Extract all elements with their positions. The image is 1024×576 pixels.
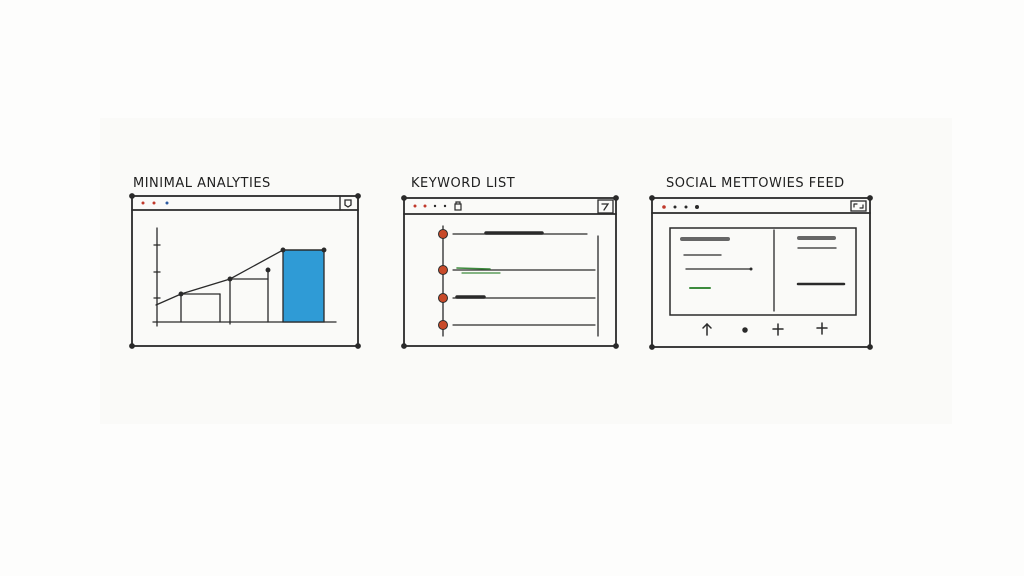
panel-title-keywords: Keyword list	[411, 176, 516, 191]
corner-dot	[867, 344, 873, 350]
data-point	[178, 291, 184, 297]
highlighted-bar[interactable]	[282, 249, 325, 323]
corner-dot	[867, 195, 873, 201]
window-dot	[433, 204, 437, 208]
paper-background	[100, 118, 952, 424]
keyword-marker	[438, 229, 448, 239]
corner-dot	[649, 344, 655, 350]
data-point	[321, 247, 327, 253]
post-dot	[749, 267, 753, 271]
panel-title-feed: Social Mettowies Feed	[666, 176, 845, 191]
edit-icon[interactable]	[601, 203, 610, 211]
dot-icon[interactable]	[742, 327, 748, 333]
window-dot-red	[141, 201, 145, 205]
feed-window-frame	[651, 197, 871, 348]
keyword-row[interactable]	[438, 229, 588, 239]
window-dot-red	[423, 204, 427, 208]
window-dot	[673, 205, 677, 209]
keyword-row[interactable]	[438, 320, 596, 330]
expand-icon[interactable]	[853, 203, 864, 209]
shield-icon[interactable]	[344, 199, 352, 208]
plus-icon[interactable]	[816, 322, 828, 335]
corner-dot	[355, 193, 361, 199]
corner-dot	[649, 195, 655, 201]
corner-dot	[613, 195, 619, 201]
keyword-list	[438, 229, 596, 330]
corner-dot	[129, 343, 135, 349]
window-dot-blue	[165, 201, 169, 205]
window-dot	[443, 204, 447, 208]
corner-dot	[355, 343, 361, 349]
analytics-window	[129, 193, 361, 349]
analytics-chart	[152, 227, 337, 327]
plus-icon[interactable]	[772, 323, 784, 336]
data-point	[265, 267, 271, 273]
window-dot	[695, 205, 699, 209]
keywords-window-frame	[403, 197, 617, 347]
analytics-window-frame	[131, 195, 359, 347]
feed-posts	[680, 236, 846, 289]
corner-dot	[129, 193, 135, 199]
feed-window	[649, 195, 873, 350]
keywords-window	[401, 195, 619, 349]
panel-title-analytics: Minimal analyties	[133, 176, 271, 191]
corner-dot	[401, 343, 407, 349]
keywords-control-box	[597, 199, 614, 214]
feed-content-area	[669, 227, 857, 316]
keyword-marker	[438, 320, 448, 330]
feed-post[interactable]	[680, 237, 753, 289]
window-dot-red	[152, 201, 156, 205]
keyword-highlight	[456, 267, 491, 270]
feed-actions	[702, 322, 828, 336]
lock-icon[interactable]	[454, 201, 462, 211]
feed-post[interactable]	[796, 236, 846, 286]
window-dot-red	[662, 205, 666, 209]
keyword-row[interactable]	[438, 265, 596, 275]
data-point	[227, 276, 233, 282]
keyword-marker	[438, 265, 448, 275]
keyword-marker	[438, 293, 448, 303]
corner-dot	[613, 343, 619, 349]
window-dot	[684, 205, 688, 209]
keyword-row[interactable]	[438, 293, 596, 303]
data-point	[280, 247, 286, 253]
arrow-up-icon[interactable]	[702, 322, 712, 336]
feed-control-box	[850, 200, 867, 212]
corner-dot	[401, 195, 407, 201]
window-dot-red	[413, 204, 417, 208]
